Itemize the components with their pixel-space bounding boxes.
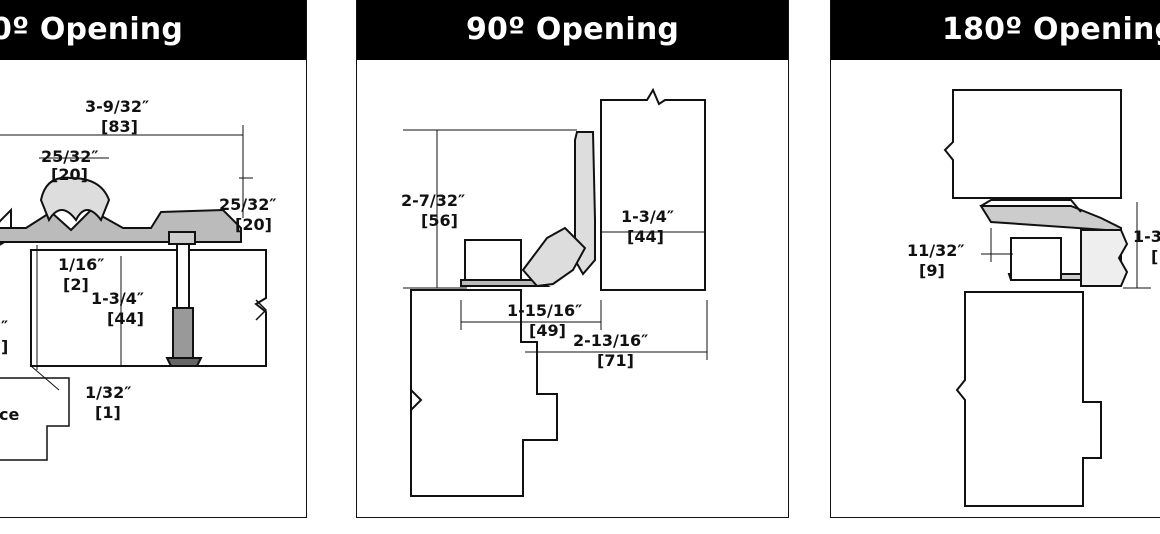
face-label: ce (0, 405, 19, 424)
door-frac-label: 1-3/4″ (621, 207, 674, 226)
side-frac-label: 25/32″ (219, 195, 277, 214)
cut-frac-label: ″ (1, 317, 8, 336)
panel-0-degree-opening: 0º Opening (0, 0, 307, 518)
panel-title: 90º Opening (357, 0, 788, 60)
panel-180-degree-opening: 180º Opening 11/32″ [9] 1-3 [ (830, 0, 1160, 518)
overall-mm-label: [71] (597, 351, 634, 370)
clear-mm-label: [1] (95, 403, 121, 422)
gap-mm-label: [2] (63, 275, 89, 294)
offset-mm-label: [49] (529, 321, 566, 340)
gap-frac-label: 11/32″ (907, 241, 965, 260)
side-mm-label: [20] (235, 215, 272, 234)
overall-frac-label: 3-9/32″ (85, 97, 149, 116)
panel-90-degree-opening: 90º Opening 2-7/32″ [56] 1-3 (356, 0, 789, 518)
door-mm-label: [44] (627, 227, 664, 246)
door-frac-label: 1-3/4″ (91, 289, 144, 308)
clear-frac-label: 1/32″ (85, 383, 131, 402)
cut-mm-label: ] (1, 337, 8, 356)
hinge-diagram-90-degree: 2-7/32″ [56] 1-3/4″ [44] 1-15/16″ [49] 2… (401, 87, 708, 497)
panel-title: 0º Opening (0, 0, 306, 60)
door-mm-label: [ (1151, 247, 1158, 266)
height-frac-label: 2-7/32″ (401, 191, 465, 210)
lip-mm-label: [20] (51, 165, 88, 184)
door-mm-label: [44] (107, 309, 144, 328)
height-mm-label: [56] (421, 211, 458, 230)
door-frac-label: 1-3 (1133, 227, 1160, 246)
hinge-diagram-180-degree: 11/32″ [9] 1-3 [ (907, 89, 1160, 507)
gap-frac-label: 1/16″ (58, 255, 104, 274)
panel-title: 180º Opening (831, 0, 1160, 60)
lip-frac-label: 25/32″ (41, 147, 99, 166)
overall-frac-label: 2-13/16″ (573, 331, 648, 350)
gap-mm-label: [9] (919, 261, 945, 280)
offset-frac-label: 1-15/16″ (507, 301, 582, 320)
hinge-diagram-0-degree: 3-9/32″ [83] 25/32″ [20] 25/32″ [20] 1/1… (0, 97, 277, 461)
overall-mm-label: [83] (101, 117, 138, 136)
